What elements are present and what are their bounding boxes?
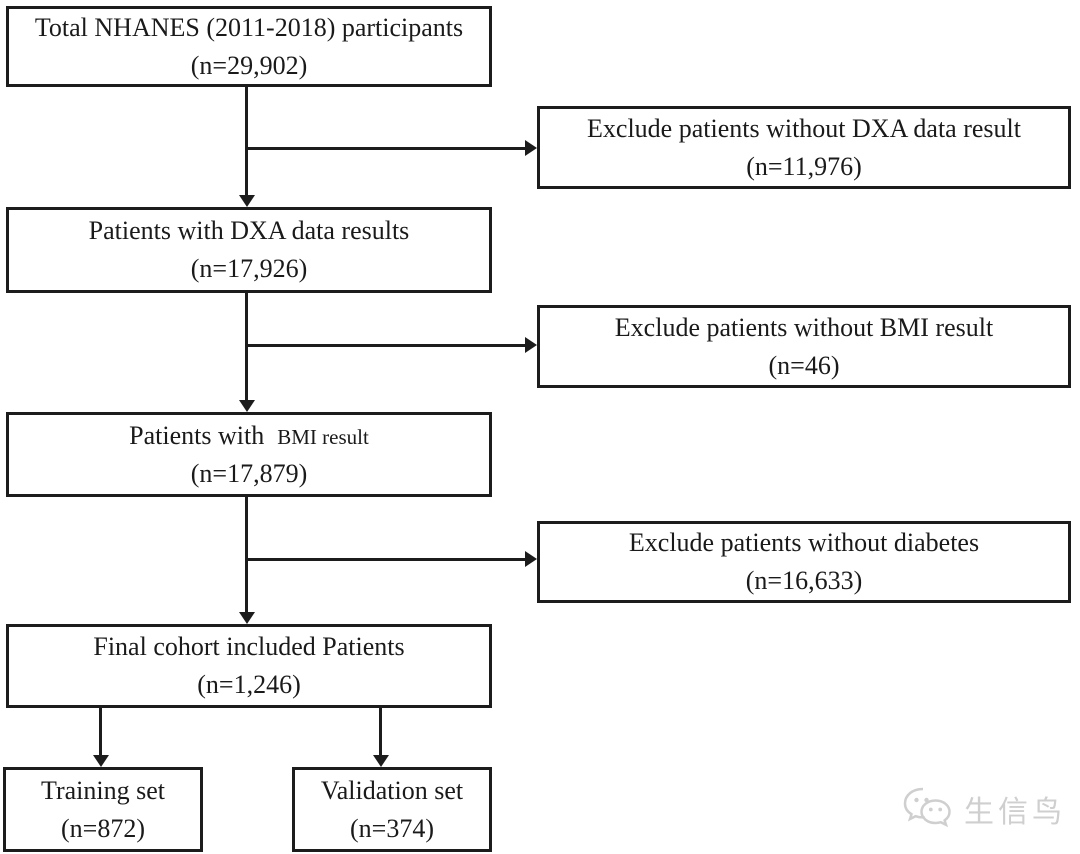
box-exclude-bmi-label: Exclude patients without BMI result — [614, 312, 994, 342]
box-training-set-label: Training set — [41, 775, 165, 805]
connector-line-final-to-training — [99, 708, 102, 755]
connector-line-branch-exclude-bmi — [245, 344, 525, 347]
box-dxa-results-count: (n=17,926) — [190, 254, 308, 283]
box-exclude-bmi: Exclude patients without BMI result (n=4… — [537, 305, 1071, 388]
box-total-participants-label: Total NHANES (2011-2018) participants — [34, 12, 464, 42]
box-validation-set-count: (n=374) — [350, 813, 434, 843]
connector-line-branch-exclude-dxa — [245, 147, 525, 150]
box-training-set-count: (n=872) — [61, 813, 145, 843]
box-total-participants: Total NHANES (2011-2018) participants (n… — [6, 6, 492, 87]
box-total-participants-count: (n=29,902) — [190, 50, 308, 80]
box-exclude-diabetes-label: Exclude patients without diabetes — [628, 528, 980, 558]
box-bmi-result-label: Patients with BMI result — [129, 417, 369, 455]
box-exclude-dxa: Exclude patients without DXA data result… — [537, 106, 1071, 189]
watermark: 生信鸟 — [902, 786, 1066, 832]
box-validation-set: Validation set (n=374) — [292, 767, 492, 852]
box-dxa-results: Patients with DXA data results (n=17,926… — [6, 207, 492, 293]
arrow-down-icon-2 — [239, 400, 255, 412]
box-final-cohort-count: (n=1,246) — [197, 670, 301, 699]
arrow-right-icon-2 — [525, 337, 537, 353]
box-final-cohort: Final cohort included Patients (n=1,246) — [6, 624, 492, 708]
watermark-text: 生信鸟 — [964, 795, 1066, 830]
box-bmi-result-count: (n=17,879) — [190, 458, 308, 488]
box-exclude-diabetes-count: (n=16,633) — [745, 566, 863, 595]
box-training-set: Training set (n=872) — [3, 767, 203, 852]
arrow-right-icon-1 — [525, 140, 537, 156]
arrow-down-icon-4 — [93, 755, 109, 767]
box-bmi-result-label-small: BMI result — [277, 424, 369, 449]
connector-line-branch-exclude-diabetes — [245, 558, 525, 561]
connector-line-final-to-validation — [379, 708, 382, 755]
arrow-right-icon-3 — [525, 551, 537, 567]
box-exclude-dxa-count: (n=11,976) — [746, 151, 862, 181]
box-exclude-bmi-count: (n=46) — [768, 350, 840, 380]
box-final-cohort-label: Final cohort included Patients — [93, 632, 405, 662]
arrow-down-icon-5 — [373, 755, 389, 767]
box-dxa-results-label: Patients with DXA data results — [88, 216, 410, 246]
connector-line-bmi-to-final — [245, 497, 248, 612]
connector-line-total-to-dxa — [245, 87, 248, 197]
box-validation-set-label: Validation set — [320, 775, 464, 805]
box-exclude-diabetes: Exclude patients without diabetes (n=16,… — [537, 521, 1071, 603]
arrow-down-icon-3 — [239, 612, 255, 624]
wechat-logo-icon — [902, 786, 956, 832]
box-bmi-result: Patients with BMI result (n=17,879) — [6, 412, 492, 497]
box-bmi-result-label-main: Patients with — [129, 420, 265, 450]
box-exclude-dxa-label: Exclude patients without DXA data result — [587, 113, 1021, 143]
arrow-down-icon-1 — [239, 195, 255, 207]
